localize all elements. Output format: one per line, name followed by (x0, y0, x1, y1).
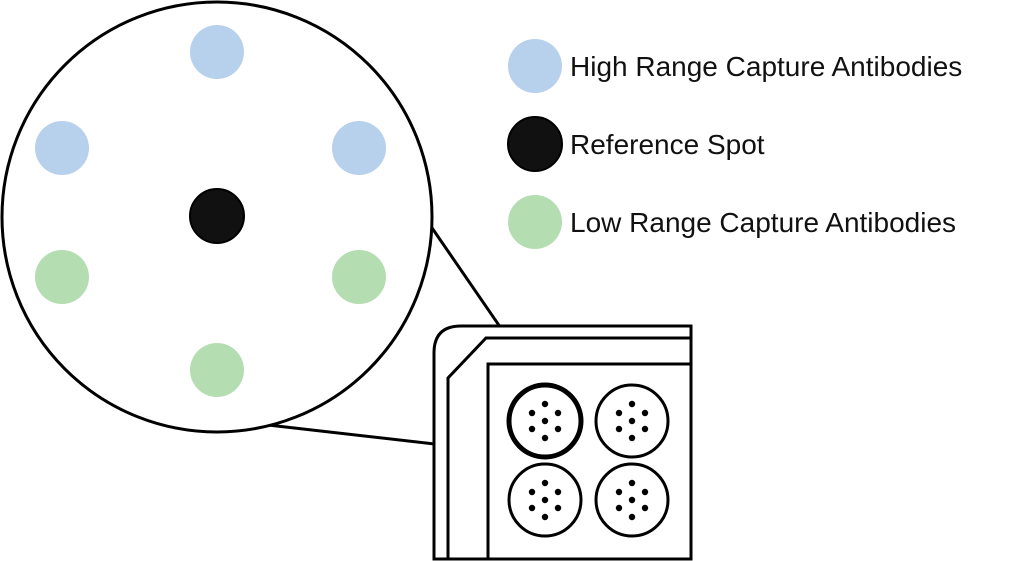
plate-well-dot (541, 479, 549, 487)
plate-well-dot (628, 417, 636, 425)
plate-well-dot (628, 496, 636, 504)
plate-inner-rim (446, 336, 691, 559)
plate-well-dot (628, 434, 636, 442)
plate-well-dot (528, 425, 536, 433)
plate-well-dot (554, 425, 562, 433)
plate-well-dot (541, 400, 549, 408)
plate-well-dot (615, 504, 623, 512)
legend-swatch-reference (507, 116, 563, 172)
plate-well-dot (541, 434, 549, 442)
legend: High Range Capture Antibodies Reference … (507, 39, 962, 249)
legend-swatch-high-range (508, 39, 562, 93)
spot-low-range-bottom (190, 343, 244, 397)
reference-spot (189, 188, 245, 244)
legend-swatch-low-range (508, 195, 562, 249)
plate-well-dot (528, 488, 536, 496)
legend-label-reference: Reference Spot (570, 129, 765, 160)
plate-well-dot (528, 409, 536, 417)
plate-well-dot (541, 513, 549, 521)
plate-wells (506, 382, 670, 538)
spot-high-range-top (190, 25, 244, 79)
plate-well-dot (641, 409, 649, 417)
plate-well-dot (528, 504, 536, 512)
plate-well-dot (541, 496, 549, 504)
plate-well-dot (628, 479, 636, 487)
plate-well-dot (615, 488, 623, 496)
legend-label-low-range: Low Range Capture Antibodies (570, 207, 956, 238)
magnified-well (0, 0, 434, 434)
plate-corner (432, 324, 693, 561)
plate-well-dot (554, 488, 562, 496)
plate-well-dot (641, 488, 649, 496)
legend-label-high-range: High Range Capture Antibodies (570, 51, 962, 82)
plate-well-dot (641, 425, 649, 433)
spot-low-range-right (332, 250, 386, 304)
spot-high-range-right (332, 121, 386, 175)
plate-well-dot (554, 409, 562, 417)
plate-well-dot (541, 417, 549, 425)
plate-well-dot (628, 513, 636, 521)
spot-low-range-left (35, 250, 89, 304)
plate-well-dot (628, 400, 636, 408)
plate-well-dot (615, 425, 623, 433)
plate-well-dot (615, 409, 623, 417)
plate-well-dot (641, 504, 649, 512)
plate-well-dot (554, 504, 562, 512)
spot-high-range-left (35, 121, 89, 175)
